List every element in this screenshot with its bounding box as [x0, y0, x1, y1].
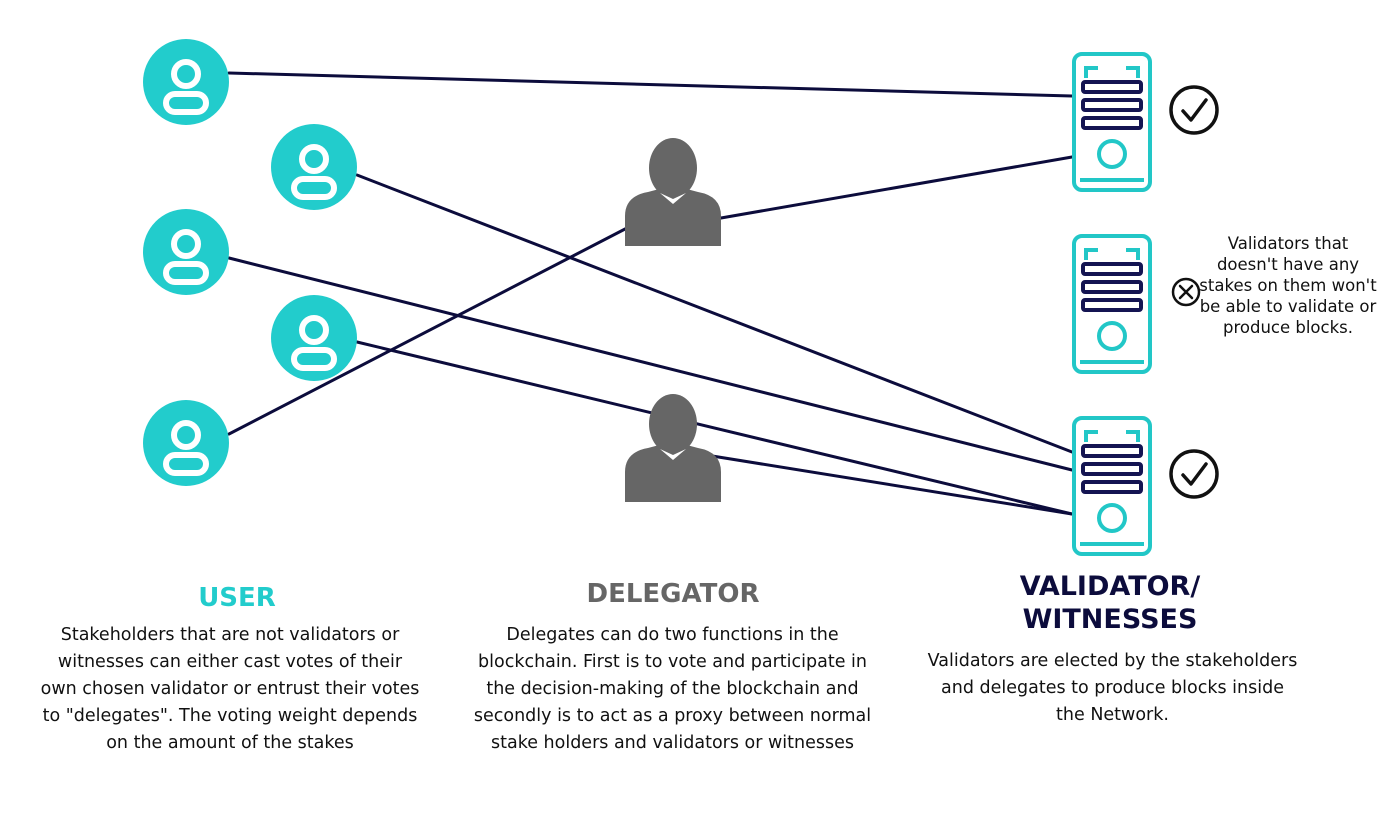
validator-heading-line2: WITNESSES: [1022, 604, 1198, 635]
edge-user-5-to-delegator-1: [227, 226, 629, 436]
edge-delegator-1-to-validator-1: [719, 155, 1074, 220]
delegator-heading: DELEGATOR: [586, 579, 760, 609]
nodes-layer: [143, 39, 1219, 556]
validator-1-check-circle-icon: [1169, 85, 1219, 135]
user-5-user-icon: [143, 400, 229, 486]
unstaked-validator-note: Validators that doesn't have any stakes …: [1199, 234, 1377, 337]
edge-user-1-to-validator-1: [227, 71, 1074, 98]
edge-delegator-2-to-validator-3: [704, 453, 1074, 516]
edge-user-2-to-validator-3: [355, 173, 1074, 454]
user-3-user-icon: [143, 209, 229, 295]
validator-1-server-icon: [1072, 52, 1152, 192]
edge-user-4-to-delegator-2: [355, 340, 1074, 516]
validator-2-server-icon: [1072, 234, 1152, 374]
edges-layer: [227, 71, 1074, 516]
user-4-user-icon: [271, 295, 357, 381]
validator-3-server-icon: [1072, 416, 1152, 556]
user-description: Stakeholders that are not validators or …: [40, 625, 420, 753]
delegator-2-person-icon: [625, 394, 721, 502]
validator-description: Validators are elected by the stakeholde…: [927, 651, 1298, 725]
edge-user-3-to-validator-3: [227, 256, 1074, 472]
user-2-user-icon: [271, 124, 357, 210]
validator-3-check-circle-icon: [1169, 449, 1219, 499]
delegator-1-person-icon: [625, 138, 721, 246]
validator-heading-line1: VALIDATOR/: [1019, 571, 1201, 602]
delegator-description: Delegates can do two functions in the bl…: [473, 625, 872, 753]
validator-2-x-circle-icon: [1171, 277, 1201, 307]
user-heading: USER: [198, 583, 276, 613]
validator-heading: VALIDATOR/WITNESSES: [960, 570, 1260, 636]
user-1-user-icon: [143, 39, 229, 125]
